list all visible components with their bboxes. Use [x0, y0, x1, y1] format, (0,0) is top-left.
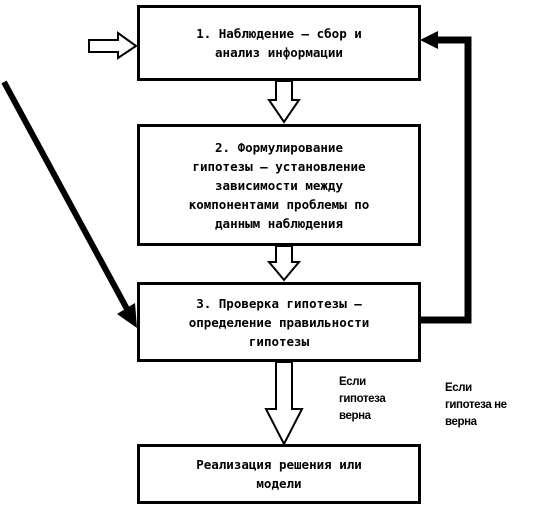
input-arrow: [88, 31, 138, 60]
feedback-loop-arrowhead: [420, 31, 438, 49]
step-observation-box: 1. Наблюдение – сбор и анализ информации: [137, 5, 421, 81]
step-hypothesis-box: 2. Формулирование гипотезы – установлени…: [137, 124, 421, 246]
arrow-step2-to-step3: [266, 245, 302, 282]
diagonal-arrowhead: [117, 303, 137, 328]
feedback-loop-line: [420, 36, 472, 324]
step-realization-text: Реализация решения или модели: [196, 457, 362, 491]
arrow-step1-to-step2: [267, 80, 301, 124]
step-verification-box: 3. Проверка гипотезы – определение прави…: [137, 282, 421, 362]
diagonal-arrow-line: [1, 80, 130, 311]
arrow-step3-to-realization: [264, 361, 304, 447]
label-hypothesis-true: Если гипотеза верна: [339, 376, 386, 422]
step-realization-box: Реализация решения или модели: [137, 444, 421, 504]
step-verification-text: 3. Проверка гипотезы – определение прави…: [188, 295, 370, 349]
label-hypothesis-false: Если гипотеза не верна: [445, 382, 507, 428]
step-observation-text: 1. Наблюдение – сбор и анализ информации: [196, 26, 362, 60]
step-hypothesis-text: 2. Формулирование гипотезы – установлени…: [188, 139, 370, 231]
